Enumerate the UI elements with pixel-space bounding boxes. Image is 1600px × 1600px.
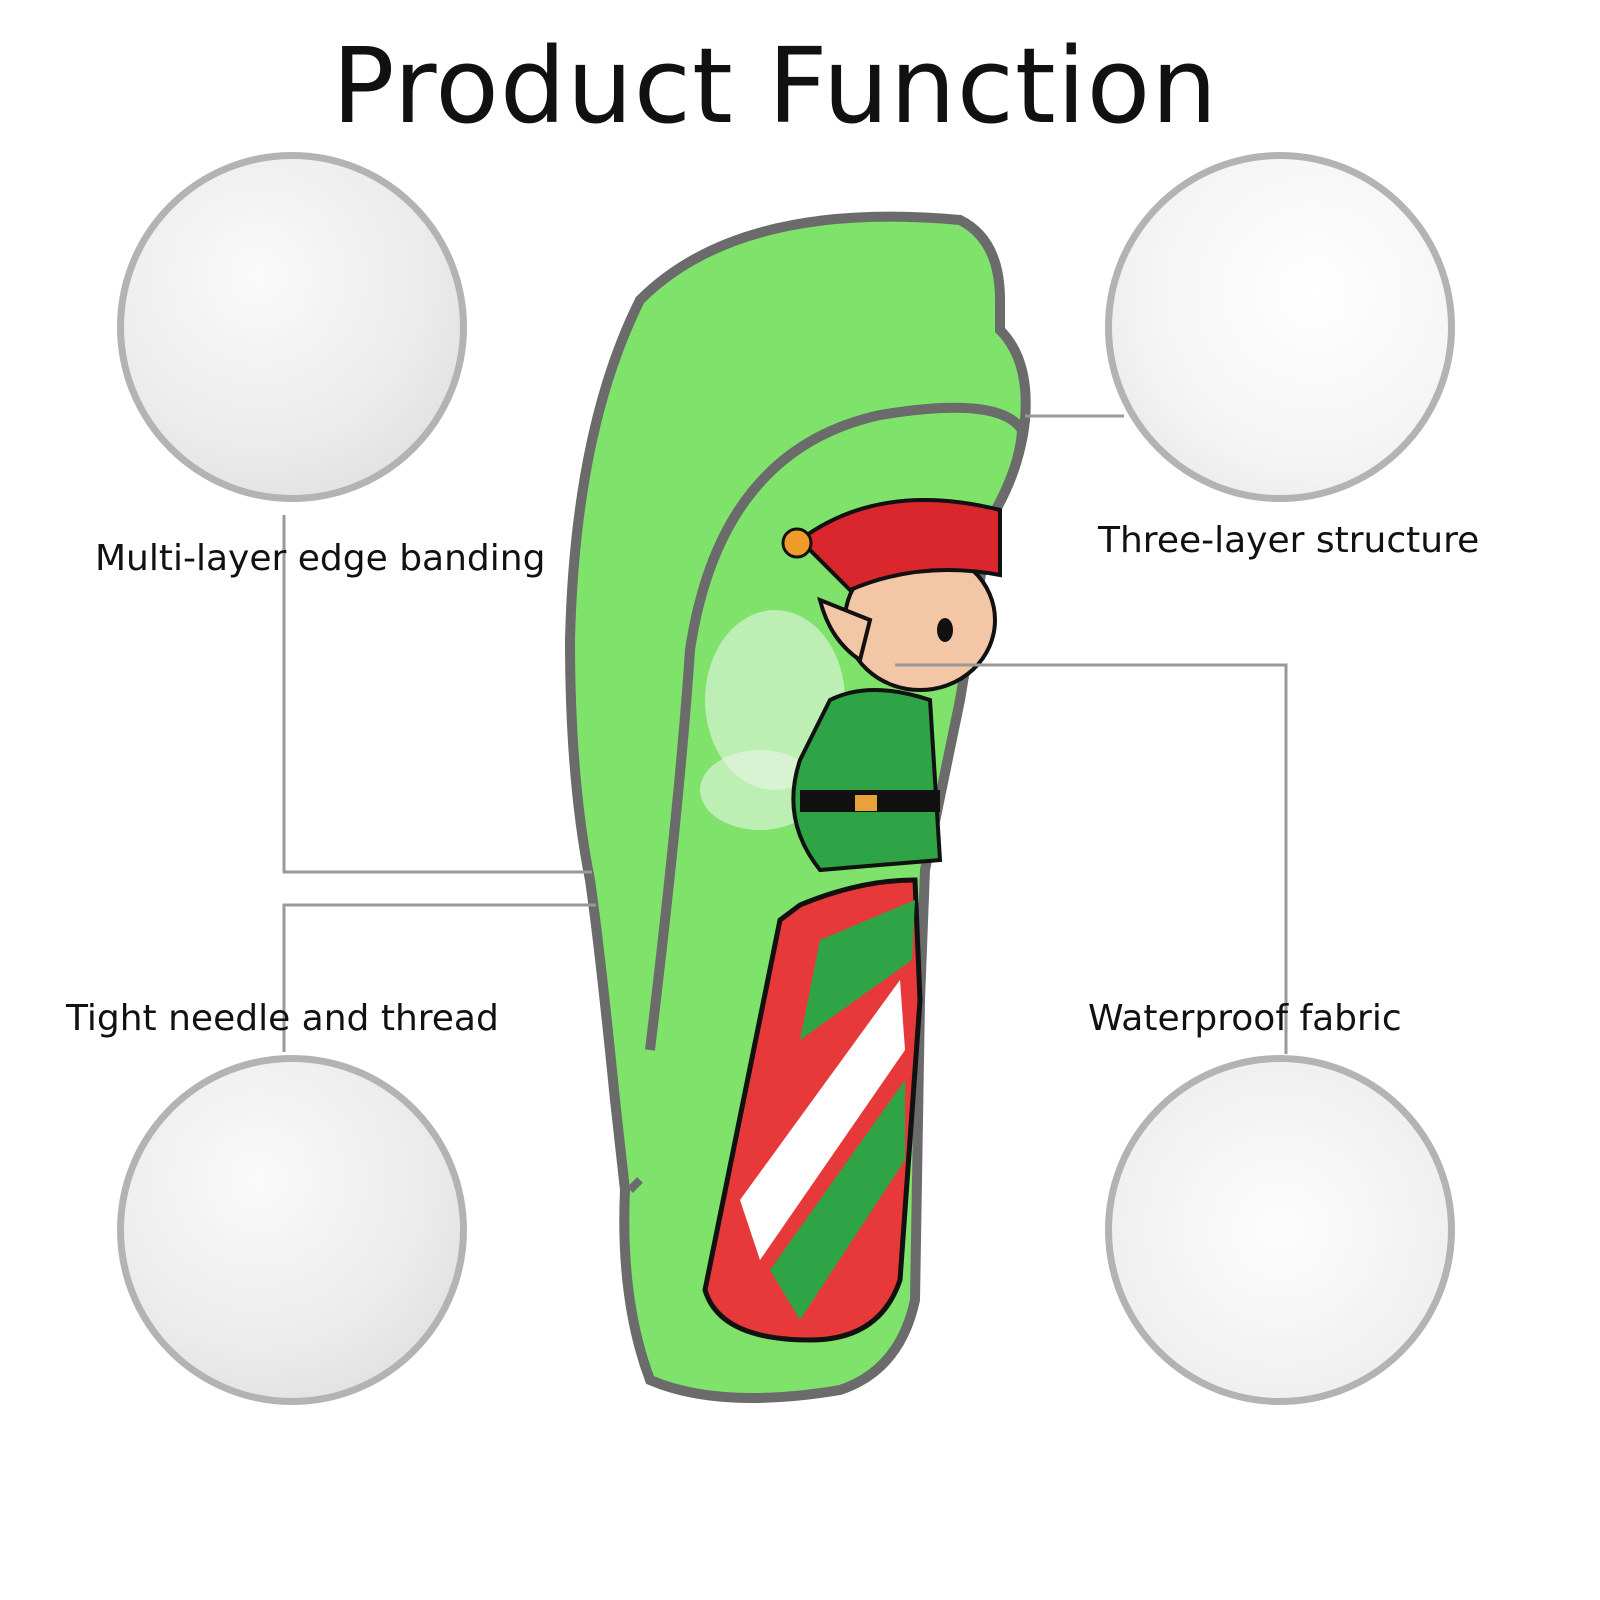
feature-label-needle-thread: Tight needle and thread <box>66 998 499 1039</box>
waterproof-detail-circle <box>1105 1055 1455 1405</box>
page-title: Product Function <box>331 25 1219 147</box>
feature-label-three-layer: Three-layer structure <box>1098 520 1480 561</box>
feature-label-edge-banding: Multi-layer edge banding <box>95 538 546 579</box>
feature-label-waterproof: Waterproof fabric <box>1088 998 1402 1039</box>
edge-banding-detail-circle <box>117 152 467 502</box>
candy-cane-illustration <box>702 877 923 1343</box>
elf-illustration <box>700 498 1002 873</box>
inner-trim <box>645 402 1028 1051</box>
needle-thread-detail-circle <box>117 1055 467 1405</box>
leader-lines <box>282 414 1288 1054</box>
three-layer-detail-circle <box>1105 152 1455 502</box>
